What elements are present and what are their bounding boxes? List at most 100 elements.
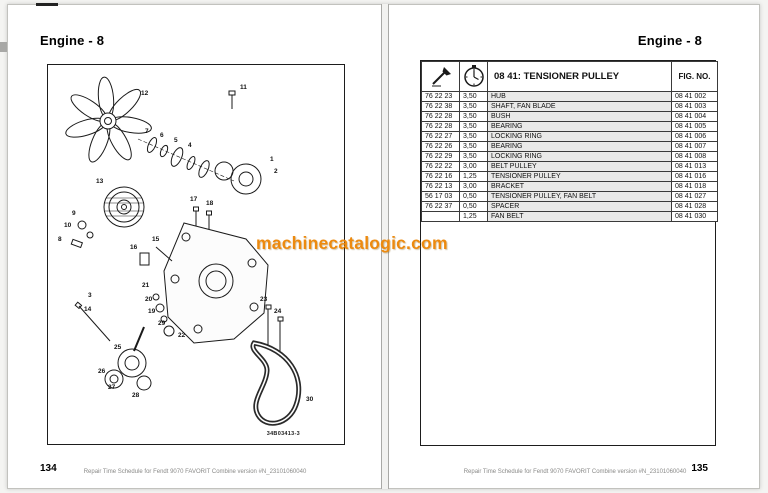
fan-belt-part bbox=[250, 340, 302, 426]
callout-3: 3 bbox=[88, 292, 92, 299]
cell-desc: LOCKING RING bbox=[487, 131, 672, 142]
callout-14: 14 bbox=[84, 306, 92, 313]
tool-icon bbox=[421, 61, 460, 92]
callout-24: 24 bbox=[274, 308, 282, 315]
small-fasteners-part bbox=[70, 220, 94, 249]
cell-fig: 08 41 018 bbox=[671, 181, 718, 192]
callout-29: 29 bbox=[158, 320, 166, 327]
callout-11: 11 bbox=[240, 84, 247, 91]
cell-code: 56 17 03 bbox=[421, 191, 460, 202]
cell-code: 76 22 28 bbox=[421, 111, 460, 122]
hub-pulley-part bbox=[103, 186, 145, 228]
cell-fig: 08 41 003 bbox=[671, 101, 718, 112]
cell-time: 3,50 bbox=[459, 151, 488, 162]
cell-code: 76 22 27 bbox=[421, 131, 460, 142]
cell-desc: FAN BELT bbox=[487, 211, 672, 222]
callout-18: 18 bbox=[206, 200, 214, 207]
callout-10: 10 bbox=[64, 222, 72, 229]
shaft-assembly-part bbox=[137, 137, 262, 195]
cell-desc: SHAFT, FAN BLADE bbox=[487, 101, 672, 112]
cell-fig: 08 41 007 bbox=[671, 141, 718, 152]
callout-4: 4 bbox=[188, 142, 192, 149]
cell-desc: BRACKET bbox=[487, 181, 672, 192]
cell-desc: SPACER bbox=[487, 201, 672, 212]
callout-layer: 1234567891011121314151617181920212223242… bbox=[58, 84, 314, 403]
callout-19: 19 bbox=[148, 308, 156, 315]
cell-code: 76 22 37 bbox=[421, 201, 460, 212]
cell-time: 0,50 bbox=[459, 201, 488, 212]
table-title: 08 41: TENSIONER PULLEY bbox=[487, 61, 672, 92]
drawing-code: 34B03413-3 bbox=[266, 431, 300, 437]
callout-28: 28 bbox=[132, 392, 140, 399]
callout-26: 26 bbox=[98, 368, 106, 375]
cell-time: 3,00 bbox=[459, 161, 488, 172]
cell-time: 3,50 bbox=[459, 141, 488, 152]
cell-time: 1,25 bbox=[459, 171, 488, 182]
cell-fig: 08 41 013 bbox=[671, 161, 718, 172]
right-page-footer: Repair Time Schedule for Fendt 9070 FAVO… bbox=[463, 469, 687, 475]
cell-time: 3,50 bbox=[459, 131, 488, 142]
callout-5: 5 bbox=[174, 137, 178, 144]
callout-1: 1 bbox=[270, 156, 274, 163]
cell-code: 76 22 28 bbox=[421, 121, 460, 132]
callout-25: 25 bbox=[114, 344, 122, 351]
cell-code: 76 22 22 bbox=[421, 161, 460, 172]
callout-27: 27 bbox=[108, 384, 116, 391]
callout-21: 21 bbox=[142, 282, 150, 289]
callout-22: 22 bbox=[178, 332, 186, 339]
cell-fig: 08 41 002 bbox=[671, 91, 718, 102]
parts-table-header-row: 08 41: TENSIONER PULLEY FIG. NO. bbox=[421, 61, 718, 92]
cell-time: 3,50 bbox=[459, 101, 488, 112]
cell-desc: TENSIONER PULLEY, FAN BELT bbox=[487, 191, 672, 202]
right-page-title: Engine - 8 bbox=[637, 33, 702, 48]
cell-time: 0,50 bbox=[459, 191, 488, 202]
callout-13: 13 bbox=[96, 178, 104, 185]
bracket-part bbox=[163, 222, 269, 344]
callout-6: 6 bbox=[160, 132, 164, 139]
parts-table-frame: 08 41: TENSIONER PULLEY FIG. NO. 76 22 2… bbox=[420, 60, 718, 446]
callout-2: 2 bbox=[274, 168, 278, 175]
cell-code: 76 22 29 bbox=[421, 151, 460, 162]
left-page-title: Engine - 8 bbox=[40, 33, 105, 48]
cell-fig: 08 41 027 bbox=[671, 191, 718, 202]
fan-blade-part bbox=[65, 76, 152, 163]
cell-code: 76 22 16 bbox=[421, 171, 460, 182]
cell-fig: 08 41 016 bbox=[671, 171, 718, 182]
cell-time: 1,25 bbox=[459, 211, 488, 222]
spacer-part bbox=[74, 246, 173, 342]
cell-fig: 08 41 008 bbox=[671, 151, 718, 162]
cell-time: 3,50 bbox=[459, 121, 488, 132]
callout-20: 20 bbox=[145, 296, 153, 303]
exploded-diagram: 1234567891011121314151617181920212223242… bbox=[58, 76, 314, 426]
cell-code: 76 22 38 bbox=[421, 101, 460, 112]
fig-no-header: FIG. NO. bbox=[671, 61, 718, 92]
scan-artifact bbox=[0, 42, 7, 52]
washer-stack-part bbox=[152, 293, 175, 337]
callout-9: 9 bbox=[72, 210, 76, 217]
cell-fig: 08 41 028 bbox=[671, 201, 718, 212]
tensioner-pulley-part bbox=[104, 326, 152, 391]
cell-fig: 08 41 030 bbox=[671, 211, 718, 222]
callout-23: 23 bbox=[260, 296, 268, 303]
watermark-text: machinecatalogic.com bbox=[256, 233, 448, 253]
callout-30: 30 bbox=[306, 396, 314, 403]
cell-code bbox=[421, 211, 460, 222]
cell-desc: BELT PULLEY bbox=[487, 161, 672, 172]
cell-fig: 08 41 006 bbox=[671, 131, 718, 142]
cell-fig: 08 41 005 bbox=[671, 121, 718, 132]
callout-12: 12 bbox=[141, 90, 149, 97]
cell-desc: LOCKING RING bbox=[487, 151, 672, 162]
cell-code: 76 22 26 bbox=[421, 141, 460, 152]
cell-desc: BEARING bbox=[487, 121, 672, 132]
